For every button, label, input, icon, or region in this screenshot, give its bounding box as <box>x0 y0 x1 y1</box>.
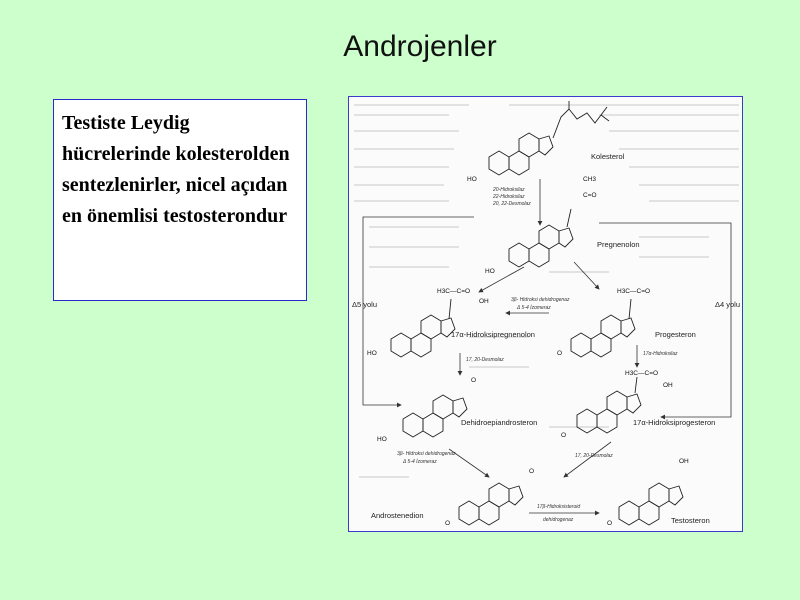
label-kolesterol: Kolesterol <box>591 152 625 161</box>
molecule-17a-hidroksiprogesteron <box>576 376 642 434</box>
atom-o: O <box>607 520 612 527</box>
enzyme-17-20-desmolaz-right: 17, 20-Desmolaz <box>575 453 613 459</box>
molecule-kolesterol <box>488 101 610 176</box>
enzyme-17a-hidroksilaz: 17α-Hidroksilaz <box>643 351 678 357</box>
label-17a-hidroksiprogesteron: 17α-Hidroksiprogesteron <box>633 418 715 427</box>
body-text: Testiste Leydig hücrelerinde kolesterold… <box>62 112 290 227</box>
label-progesteron: Progesteron <box>655 330 696 339</box>
atom-o: O <box>445 520 450 527</box>
enzyme-22-hidroksilaz: 22-Hidroksilaz <box>492 194 525 200</box>
atom-h3c-co: H3C—C=O <box>617 288 650 295</box>
pathway-brackets <box>362 216 732 420</box>
atom-oh: OH <box>663 382 673 389</box>
molecule-17a-hidroksipregnenolon <box>390 298 456 358</box>
atom-o: O <box>561 432 566 439</box>
delta4-pathway-label: Δ4 yolu <box>715 300 740 309</box>
atom-ch3: CH3 <box>583 176 596 183</box>
molecule-pregnenolon <box>508 208 574 268</box>
enzyme-17b-hsd-line2: dehidrogenaz <box>543 517 574 523</box>
label-17a-hidroksipregnenolon: 17α-Hidroksipregnenolon <box>451 330 535 339</box>
molecule-androstenedion <box>458 482 524 526</box>
label-pregnenolon: Pregnenolon <box>597 240 640 249</box>
atom-oh: OH <box>479 298 489 305</box>
label-testosteron: Testosteron <box>671 516 710 525</box>
atom-o: O <box>529 468 534 475</box>
molecule-dehidroepiandrosteron <box>402 394 468 438</box>
atom-co: C=O <box>583 192 597 199</box>
label-dehidroepiandrosteron: Dehidroepiandrosteron <box>461 418 537 427</box>
atom-ho: HO <box>377 436 387 443</box>
enzyme-17-20-desmolaz-left: 17, 20-Desmolaz <box>466 357 504 363</box>
enzyme-3b-hsd-bottom: 3β- Hidroksi dehidrogenaz <box>397 451 456 457</box>
atom-o: O <box>557 350 562 357</box>
atom-ho: HO <box>485 268 495 275</box>
pathway-svg: Δ5 yolu Δ4 yolu HO Kolesterol 20-Hidroks… <box>352 101 740 527</box>
delta5-pathway-label: Δ5 yolu <box>352 300 377 309</box>
atom-h3c-co: H3C—C=O <box>625 370 658 377</box>
atom-ho: HO <box>467 176 477 183</box>
enzyme-20-22-desmolaz: 20, 22-Desmolaz <box>492 201 531 207</box>
atom-h3c-co: H3C—C=O <box>437 288 470 295</box>
slide-title: Androjenler <box>343 30 497 63</box>
enzyme-izomeraz-bottom: Δ 5-4 İzomeraz <box>402 458 437 465</box>
atom-oh: OH <box>679 458 689 465</box>
body-text-box: Testiste Leydig hücrelerinde kolesterold… <box>53 99 307 301</box>
molecule-progesteron <box>570 298 636 358</box>
atom-ho: HO <box>367 350 377 357</box>
enzyme-3b-hsd-top: 3β- Hidroksi dehidrogenaz <box>511 297 570 303</box>
background-text-lines <box>354 104 739 478</box>
enzyme-17b-hsd-line1: 17β-Hidroksisteroid <box>537 504 580 510</box>
enzyme-izomeraz-top: Δ 5-4 İzomeraz <box>516 304 551 311</box>
atom-o: O <box>471 377 476 384</box>
label-androstenedion: Androstenedion <box>371 511 424 520</box>
enzyme-20-hidroksilaz: 20-Hidroksilaz <box>492 187 525 193</box>
steroid-pathway-diagram: Δ5 yolu Δ4 yolu HO Kolesterol 20-Hidroks… <box>348 96 743 532</box>
